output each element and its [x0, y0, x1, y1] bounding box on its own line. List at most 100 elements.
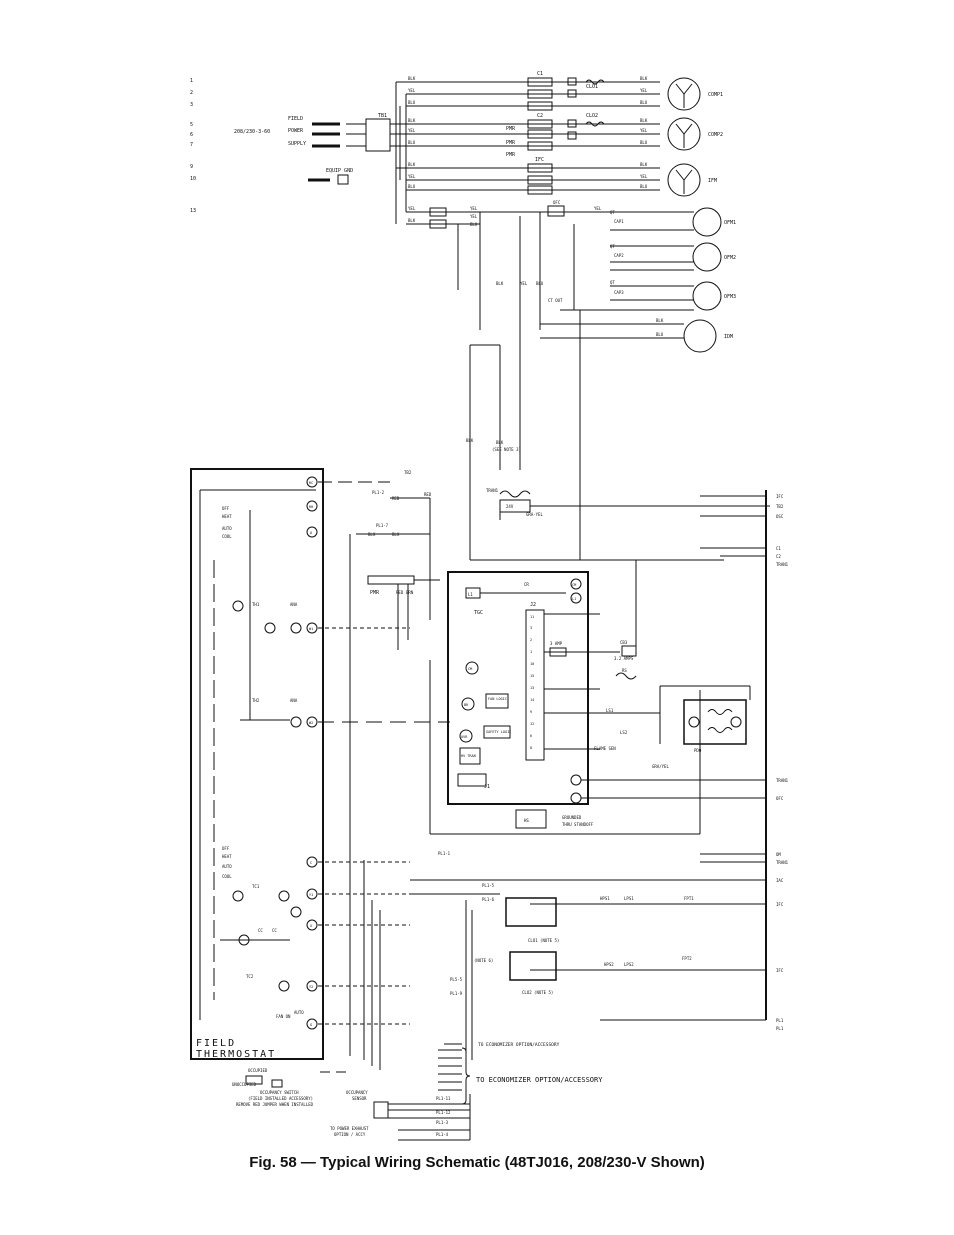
svg-text:BLU: BLU: [640, 184, 648, 189]
svg-text:PDO: PDO: [694, 748, 702, 753]
svg-text:CLO2 (NOTE 5): CLO2 (NOTE 5): [522, 990, 553, 995]
svg-text:HEAT: HEAT: [222, 514, 232, 519]
occupancy-section: OCCUPIED UNOCCUPIED OCCUPANCY SWITCH (FI…: [232, 1068, 471, 1141]
control-trunk: BLK YEL BLU BLK BLK (SEE NOTE 3): [466, 281, 581, 560]
svg-text:REMOVE RED JUMPER WHEN INSTALL: REMOVE RED JUMPER WHEN INSTALLED: [236, 1102, 314, 1107]
svg-text:13: 13: [190, 208, 196, 214]
svg-text:CC: CC: [258, 928, 263, 933]
svg-text:(SEE NOTE 3): (SEE NOTE 3): [492, 447, 521, 452]
svg-text:CR: CR: [524, 582, 529, 587]
svg-text:FLAME SEN: FLAME SEN: [594, 746, 616, 751]
svg-text:YEL: YEL: [408, 206, 416, 211]
svg-text:BLK: BLK: [392, 532, 400, 537]
svg-text:BLK: BLK: [496, 281, 504, 286]
svg-text:OFC: OFC: [776, 796, 784, 801]
svg-text:FAN ON: FAN ON: [276, 1014, 291, 1019]
high-voltage-wiring: [390, 81, 660, 225]
svg-text:RED: RED: [392, 496, 400, 501]
svg-text:G: G: [310, 1023, 312, 1027]
svg-text:BLK: BLK: [368, 532, 376, 537]
line-numbers: 1 2 3 5 6 7 9 10 13: [190, 78, 196, 214]
svg-text:3.2 AMPS: 3.2 AMPS: [614, 656, 634, 661]
svg-text:PL5-5: PL5-5: [450, 977, 463, 982]
svg-text:Y2: Y2: [309, 985, 313, 989]
svg-text:1: 1: [530, 650, 532, 654]
transformer-tran1: TRAN1 24V GRA-YEL: [470, 488, 770, 561]
svg-text:TH2: TH2: [252, 698, 260, 703]
thermostat-switch-labels: OFF HEAT AUTO COOL OFF HEAT AUTO COOL FA…: [222, 506, 304, 1019]
svg-text:GROUNDED: GROUNDED: [562, 815, 582, 820]
svg-text:2: 2: [190, 90, 193, 96]
svg-text:BLK: BLK: [408, 162, 416, 167]
svg-text:OVR: OVR: [461, 735, 468, 739]
svg-text:OCCUPIED: OCCUPIED: [248, 1068, 268, 1073]
economizer-connection: TO ECONOMIZER OPTION/ACCESSORY TO ECONOM…: [438, 1042, 603, 1105]
svg-text:LS1: LS1: [606, 708, 614, 713]
svg-text:LS2: LS2: [620, 730, 628, 735]
svg-text:2: 2: [530, 638, 532, 642]
svg-text:10: 10: [530, 662, 534, 666]
svg-text:EQUIP GND: EQUIP GND: [326, 168, 353, 174]
svg-text:C: C: [310, 861, 312, 865]
svg-text:13: 13: [530, 686, 534, 690]
svg-text:COMP1: COMP1: [708, 92, 723, 98]
svg-text:GRA-YEL: GRA-YEL: [526, 512, 543, 517]
svg-text:FPT2: FPT2: [682, 956, 692, 961]
svg-text:YEL: YEL: [470, 206, 478, 211]
svg-text:COOL: COOL: [222, 874, 232, 879]
svg-text:IFC: IFC: [776, 968, 784, 973]
svg-text:BLU: BLU: [640, 140, 648, 145]
svg-text:TRAN1: TRAN1: [776, 778, 789, 783]
svg-text:IFC: IFC: [776, 494, 784, 499]
svg-text:PL1-11: PL1-11: [436, 1096, 451, 1101]
svg-text:OFM3: OFM3: [724, 294, 736, 300]
svg-text:RH: RH: [309, 505, 313, 509]
svg-text:BRN: BRN: [406, 590, 414, 595]
svg-text:RC: RC: [309, 481, 313, 485]
svg-text:QT: QT: [610, 244, 615, 249]
ifm-motor: IFM: [667, 163, 717, 197]
svg-text:OFF: OFF: [222, 506, 230, 511]
svg-text:C1: C1: [537, 71, 543, 77]
svg-text:C2: C2: [537, 113, 543, 119]
ofc-contacts: YEL YEL BLK OFC YEL: [429, 200, 602, 330]
svg-text:SUPPLY: SUPPLY: [288, 141, 306, 147]
svg-text:TC1: TC1: [252, 884, 260, 889]
svg-text:SAFETY LOGIC: SAFETY LOGIC: [486, 730, 511, 734]
svg-text:14: 14: [530, 698, 534, 702]
svg-text:PL1-3: PL1-3: [436, 1120, 449, 1125]
svg-text:TC2: TC2: [246, 974, 254, 979]
svg-text:11: 11: [530, 615, 534, 619]
svg-text:TRAN1: TRAN1: [776, 562, 789, 567]
svg-text:PL1-9: PL1-9: [450, 991, 463, 996]
contactor-labels: C1 CLO1 C2 CLO2 IFC PMR PMR PMR: [506, 71, 598, 163]
svg-text:BLK: BLK: [496, 440, 504, 445]
svg-text:9: 9: [530, 710, 532, 714]
svg-text:LPS1: LPS1: [624, 896, 634, 901]
svg-text:BLU: BLU: [408, 140, 416, 145]
svg-text:CAP3: CAP3: [614, 290, 624, 295]
svg-text:CM: CM: [468, 667, 472, 671]
svg-text:BLK: BLK: [656, 318, 664, 323]
svg-text:OFC: OFC: [553, 200, 561, 205]
svg-text:AUTO: AUTO: [222, 526, 232, 531]
svg-text:CLO1 (NOTE 5): CLO1 (NOTE 5): [528, 938, 559, 943]
svg-text:5: 5: [190, 122, 193, 128]
right-bus: [600, 490, 767, 1021]
svg-text:3: 3: [190, 102, 193, 108]
svg-text:CLO1: CLO1: [586, 84, 598, 90]
svg-text:15: 15: [530, 674, 534, 678]
svg-text:1: 1: [190, 78, 193, 84]
svg-text:PL1-12: PL1-12: [436, 1110, 451, 1115]
svg-text:TO POWER EXHAUST: TO POWER EXHAUST: [330, 1126, 369, 1131]
svg-text:OFM2: OFM2: [724, 255, 736, 261]
svg-text:8: 8: [530, 746, 532, 750]
svg-text:PMR: PMR: [506, 126, 516, 132]
svg-text:9: 9: [190, 164, 193, 170]
svg-text:AUTO: AUTO: [294, 1010, 304, 1015]
svg-text:(NOTE 6): (NOTE 6): [474, 958, 493, 963]
svg-text:RS: RS: [622, 668, 627, 673]
svg-text:OCCUPANCY SWITCH: OCCUPANCY SWITCH: [260, 1090, 299, 1095]
svg-text:BLK: BLK: [640, 118, 648, 123]
field-thermostat: [190, 468, 324, 1060]
